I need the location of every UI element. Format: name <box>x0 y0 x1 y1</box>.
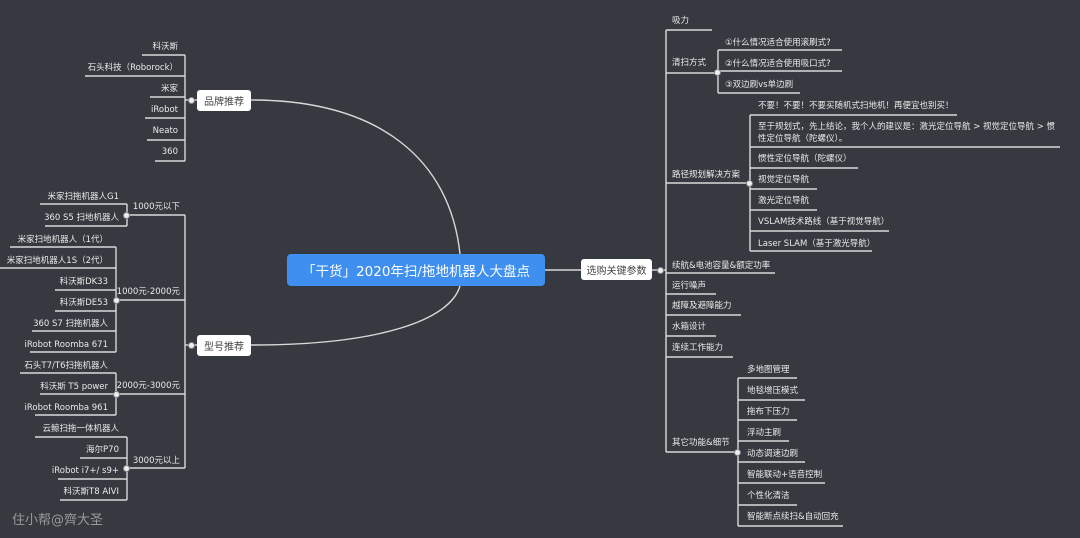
model-item[interactable]: 科沃斯DE53 <box>59 298 108 308</box>
model-item[interactable]: 海尔P70 <box>86 445 119 455</box>
feature-item[interactable]: 多地图管理 <box>747 365 790 375</box>
brand-item[interactable]: 石头科技（Roborock） <box>87 63 178 73</box>
connector-curve <box>250 285 461 346</box>
collapse-toggle[interactable] <box>713 68 721 76</box>
param-item[interactable]: 连续工作能力 <box>672 343 724 353</box>
cleaning-method-item[interactable]: ①什么情况适合使用滚刷式? <box>725 38 831 48</box>
navigation-item[interactable]: 不要！不要！不要买随机式扫地机！再便宜也别买！ <box>758 101 954 111</box>
brand-item[interactable]: 米家 <box>160 84 178 94</box>
collapse-toggle[interactable] <box>187 341 195 349</box>
model-item[interactable]: 科沃斯 T5 power <box>40 382 108 392</box>
feature-item[interactable]: 拖布下压力 <box>747 407 790 417</box>
param-item[interactable]: 水箱设计 <box>672 322 707 332</box>
model-item[interactable]: iRobot Roomba 961 <box>24 403 108 413</box>
param-item[interactable]: 运行噪声 <box>672 281 707 291</box>
param-item[interactable]: 其它功能&细节 <box>672 438 730 448</box>
price-tier[interactable]: 1000元-2000元 <box>116 287 180 297</box>
model-item[interactable]: 石头T7/T6扫拖机器人 <box>24 361 108 371</box>
feature-item[interactable]: 智能联动+语音控制 <box>747 470 823 480</box>
model-item[interactable]: 科沃斯T8 AIVI <box>63 487 119 497</box>
navigation-item[interactable]: Laser SLAM（基于激光导航） <box>758 239 876 249</box>
connector-curve <box>250 99 461 255</box>
param-item[interactable]: 续航&电池容量&额定功率 <box>672 261 771 271</box>
collapse-toggle[interactable] <box>656 266 664 274</box>
feature-item[interactable]: 智能断点续扫&自动回充 <box>747 512 839 522</box>
collapse-toggle[interactable] <box>122 464 130 472</box>
feature-item[interactable]: 动态调速边刷 <box>747 449 799 459</box>
collapse-toggle[interactable] <box>112 296 120 304</box>
navigation-item[interactable]: 至于规划式，先上结论，我个人的建议是：激光定位导航 > 视觉定位导航 > 惯性定… <box>758 122 1056 144</box>
brand-item[interactable]: 360 <box>161 147 178 157</box>
model-item[interactable]: 360 S7 扫拖机器人 <box>33 319 108 329</box>
price-tier[interactable]: 1000元以下 <box>132 202 180 212</box>
collapse-toggle[interactable] <box>733 448 741 456</box>
price-tier[interactable]: 3000元以上 <box>132 456 180 466</box>
navigation-item[interactable]: VSLAM技术路线（基于视觉导航） <box>758 217 890 227</box>
model-item[interactable]: 云鲸扫拖一体机器人 <box>42 424 119 434</box>
brand-item[interactable]: 科沃斯 <box>152 42 178 52</box>
navigation-item[interactable]: 惯性定位导航（陀螺仪） <box>758 154 852 164</box>
navigation-item[interactable]: 激光定位导航 <box>758 196 810 206</box>
model-item[interactable]: iRobot Roomba 671 <box>24 340 108 350</box>
central-topic[interactable]: 「干货」2020年扫/拖地机器人大盘点 <box>287 254 545 286</box>
collapse-toggle[interactable] <box>112 390 120 398</box>
navigation-item[interactable]: 视觉定位导航 <box>758 175 810 185</box>
brand-item[interactable]: Neato <box>152 126 178 136</box>
collapse-toggle[interactable] <box>122 211 130 219</box>
feature-item[interactable]: 个性化清洁 <box>747 491 790 501</box>
cleaning-method-item[interactable]: ②什么情况适合使用吸口式? <box>725 59 831 69</box>
model-item[interactable]: 米家扫地机器人（1代） <box>17 235 108 245</box>
topic-model-recommendations[interactable]: 型号推荐 <box>197 335 251 356</box>
watermark: 住小帮@齊大圣 <box>12 513 104 528</box>
collapse-toggle[interactable] <box>187 96 195 104</box>
model-item[interactable]: iRobot i7+/ s9+ <box>51 466 119 476</box>
feature-item[interactable]: 浮动主刷 <box>747 428 782 438</box>
model-item[interactable]: 360 S5 扫地机器人 <box>44 213 119 223</box>
model-item[interactable]: 科沃斯DK33 <box>59 277 108 287</box>
model-item[interactable]: 米家扫拖机器人G1 <box>47 192 120 202</box>
brand-item[interactable]: iRobot <box>150 105 178 115</box>
cleaning-method-item[interactable]: ③双边刷vs单边刷 <box>725 80 794 90</box>
param-item[interactable]: 吸力 <box>672 16 690 26</box>
model-item[interactable]: 米家扫地机器人1S（2代） <box>6 256 108 266</box>
topic-brand-recommendations[interactable]: 品牌推荐 <box>197 90 251 111</box>
param-item[interactable]: 路径规划解决方案 <box>672 170 741 180</box>
collapse-toggle[interactable] <box>745 179 753 187</box>
topic-purchase-parameters[interactable]: 选购关键参数 <box>581 259 652 280</box>
feature-item[interactable]: 地毯增压模式 <box>747 386 799 396</box>
param-item[interactable]: 清扫方式 <box>672 58 707 68</box>
param-item[interactable]: 越障及避障能力 <box>672 301 732 311</box>
price-tier[interactable]: 2000元-3000元 <box>116 381 180 391</box>
